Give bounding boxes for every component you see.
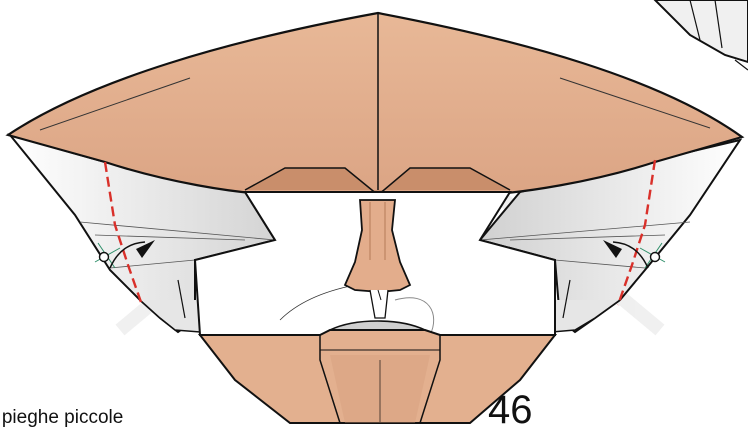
instruction-caption: 2 pieghe piccole xyxy=(0,408,123,427)
step-number: 46 xyxy=(488,390,533,430)
adjacent-piece xyxy=(655,0,748,70)
